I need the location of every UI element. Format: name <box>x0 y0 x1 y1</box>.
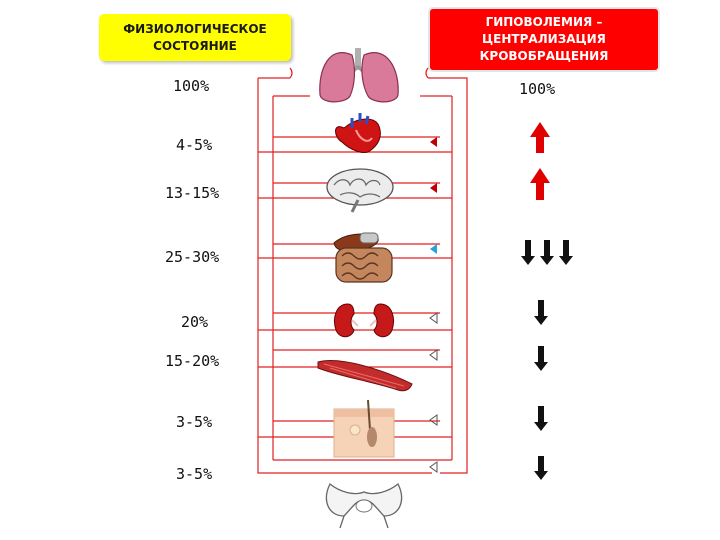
bone-icon <box>325 482 403 529</box>
skin-icon <box>333 399 395 458</box>
heart-icon <box>335 113 381 153</box>
lung-vessel-marks <box>289 67 429 79</box>
intestines-percent: 25-30% <box>165 248 220 266</box>
muscle-down-arrow <box>534 346 548 371</box>
hypovolemia-header-line1: ГИПОВОЛЕМИЯ – <box>485 15 603 29</box>
lungs-percent: 100% <box>173 77 210 95</box>
valve-markers <box>429 137 438 473</box>
skin-percent: 3-5% <box>176 413 213 431</box>
physiological-header-line1: ФИЗИОЛОГИЧЕСКОЕ <box>123 21 267 36</box>
kidneys-down-arrow <box>534 300 548 325</box>
physiological-header-line2: СОСТОЯНИЕ <box>153 38 237 53</box>
muscle-icon <box>317 360 413 392</box>
lungs-icon <box>319 48 399 103</box>
brain-icon <box>326 168 394 213</box>
vessel-outer-loop <box>257 77 468 474</box>
hypovolemia-header: ГИПОВОЛЕМИЯ – ЦЕНТРАЛИЗАЦИЯ КРОВОБРАЩЕНИ… <box>428 7 660 72</box>
heart-up-arrow <box>530 122 550 153</box>
muscle-percent: 15-20% <box>165 352 220 370</box>
physiological-state-header: ФИЗИОЛОГИЧЕСКОЕ СОСТОЯНИЕ <box>99 14 291 61</box>
hypovolemia-header-line2: ЦЕНТРАЛИЗАЦИЯ <box>482 32 606 46</box>
skin-down-arrow <box>534 406 548 431</box>
intestines-icon <box>333 232 393 283</box>
lungs-hypovolemia-percent: 100% <box>519 80 556 98</box>
intestines-triple-down-arrow <box>521 240 573 265</box>
bone-down-arrow <box>534 456 548 480</box>
bone-percent: 3-5% <box>176 465 213 483</box>
hypovolemia-header-line3: КРОВОБРАЩЕНИЯ <box>479 49 609 63</box>
kidneys-icon <box>334 303 394 338</box>
heart-percent: 4-5% <box>176 136 213 154</box>
kidneys-percent: 20% <box>181 313 209 331</box>
brain-up-arrow <box>530 168 550 200</box>
brain-percent: 13-15% <box>165 184 220 202</box>
